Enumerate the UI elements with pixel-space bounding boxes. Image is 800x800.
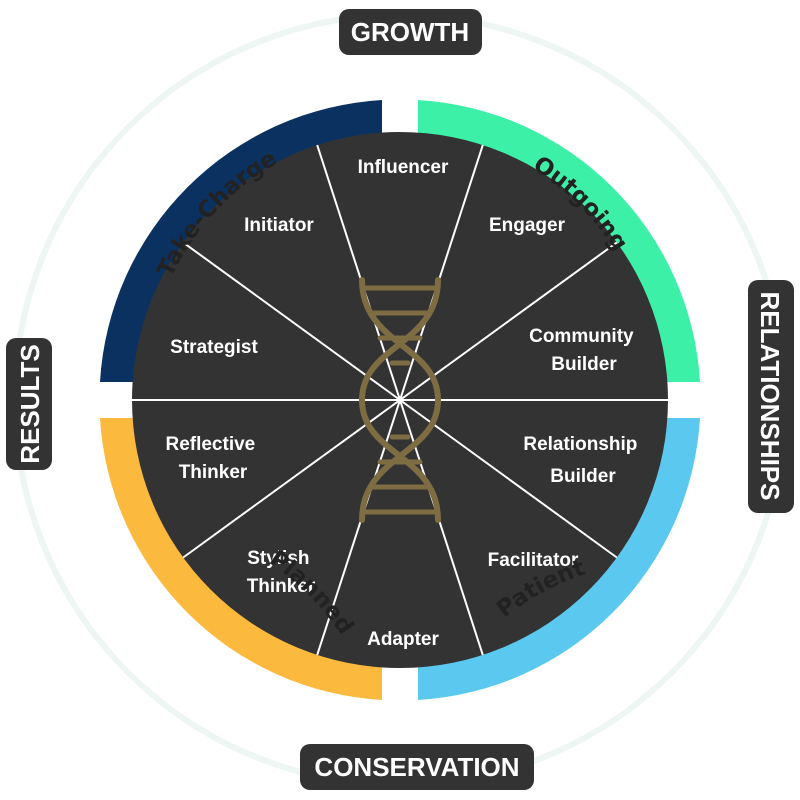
quadrant-arcs <box>100 100 700 700</box>
segment-label-initiator: Initiator <box>244 215 314 236</box>
axis-label-relationships: RELATIONSHIPS <box>755 292 785 501</box>
segment-label-strategist: Strategist <box>170 337 258 358</box>
axis-badge-conservation: CONSERVATION <box>300 744 534 790</box>
segment-label-facilitator: Facilitator <box>488 550 579 571</box>
segment-divider <box>182 241 618 559</box>
quadrant-arc-take-charge <box>100 100 382 382</box>
segment-label-stylish-thinker: Stylish Thinker <box>247 548 316 597</box>
segment-label-influencer: Influencer <box>358 157 449 178</box>
axis-badge-growth: GROWTH <box>339 9 482 55</box>
quadrant-arc-patient <box>418 418 700 700</box>
segment-label-adapter: Adapter <box>367 629 439 650</box>
segment-label-relationship-builder: Relationship Builder <box>523 434 642 487</box>
segment-label-community-builder: Community Builder <box>529 326 639 375</box>
axis-badge-relationships: RELATIONSHIPS <box>748 280 794 513</box>
segment-label-reflective-thinker: Reflective Thinker <box>165 434 260 483</box>
axis-label-growth: GROWTH <box>351 17 469 47</box>
dna-helix-icon <box>358 277 442 523</box>
quadrant-arc-planned <box>100 418 382 700</box>
axis-badge-results: RESULTS <box>6 338 52 470</box>
axis-label-conservation: CONSERVATION <box>314 752 519 782</box>
segment-dividers <box>132 144 668 656</box>
segment-label-engager: Engager <box>489 215 566 236</box>
quadrant-arc-outgoing <box>418 100 700 382</box>
axis-label-results: RESULTS <box>15 344 45 463</box>
